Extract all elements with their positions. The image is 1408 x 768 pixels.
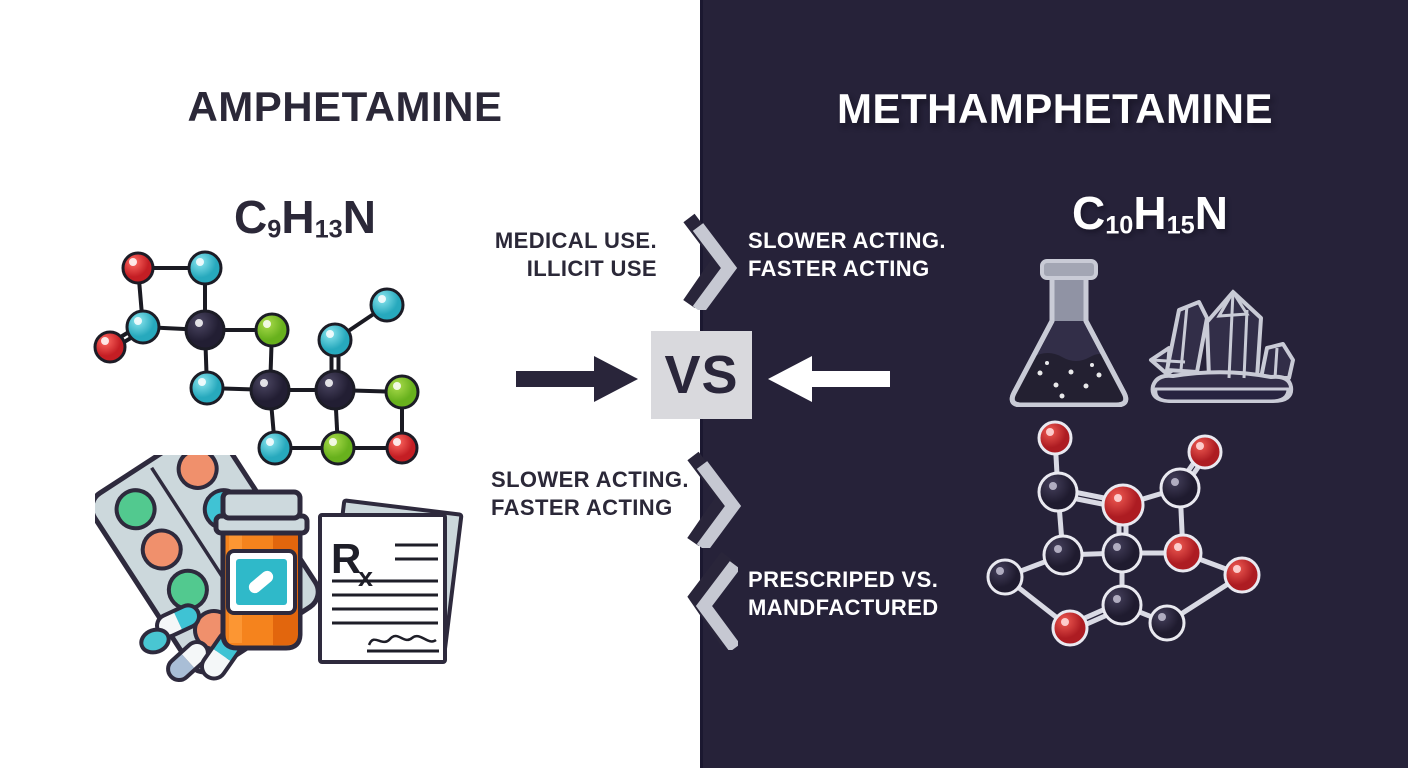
left-arrow-icon: [768, 356, 890, 402]
formula-c-sub: 9: [267, 215, 282, 244]
label-line: PRESCRIPED VS.: [748, 567, 939, 592]
formula-c: C: [234, 191, 268, 243]
chevron-right-icon: [687, 451, 742, 548]
molecule-atoms: [93, 250, 420, 466]
liquid-bubbles: [1037, 361, 1102, 399]
flask-icon: [1009, 259, 1129, 407]
formula-h: H: [281, 191, 315, 243]
formula-h: H: [1133, 187, 1167, 239]
page-title-amphetamine: AMPHETAMINE: [187, 83, 503, 130]
vs-badge: VS: [651, 331, 752, 419]
molecule-atoms: [986, 420, 1261, 647]
page-title-methamphetamine: METHAMPHETAMINE: [836, 85, 1274, 132]
label-line: FASTER ACTING: [491, 495, 673, 520]
rx-letter-r: R: [331, 535, 361, 582]
label-line: MEDICAL USE.: [494, 228, 657, 253]
atom-highlights: [101, 258, 401, 446]
pill-bottle-icon: [213, 489, 310, 651]
right-arrow-icon: [516, 356, 638, 402]
formula-c: C: [1072, 187, 1106, 239]
label-line: ILLICIT USE: [526, 256, 657, 281]
molecule-bonds: [107, 266, 404, 450]
label-line: SLOWER ACTING.: [748, 228, 946, 253]
formula-h-sub: 13: [314, 215, 343, 244]
label-medical-vs-illicit: MEDICAL USE. ILLICIT USE: [495, 227, 657, 283]
chevron-left-icon: [687, 551, 738, 650]
rx-letter-x: x: [358, 562, 373, 592]
document-lines: [332, 543, 439, 653]
label-line: MANDFACTURED: [748, 595, 939, 620]
chevron-right-icon: [683, 213, 738, 310]
label-line: SLOWER ACTING.: [491, 467, 689, 492]
prescription-rx-icon: R x: [318, 498, 464, 664]
medication-illustration: R x: [95, 455, 464, 683]
atom-highlights: [1046, 428, 1241, 626]
formula-n: N: [342, 191, 376, 243]
formula-n: N: [1194, 187, 1228, 239]
molecule-methamphetamine-icon: [986, 420, 1261, 647]
formula-c-sub: 10: [1105, 211, 1134, 240]
molecule-amphetamine-icon: [93, 250, 420, 466]
atom-highlights-dark: [996, 478, 1179, 621]
formula-amphetamine: C9H13N: [160, 190, 450, 245]
label-line: FASTER ACTING: [748, 256, 930, 281]
label-slower-faster-right: SLOWER ACTING. FASTER ACTING: [748, 227, 946, 283]
formula-h-sub: 15: [1166, 211, 1195, 240]
label-prescribed-manufactured: PRESCRIPED VS. MANDFACTURED: [748, 566, 939, 622]
formula-methamphetamine: C10H15N: [1000, 186, 1300, 241]
signature-scribble: [367, 634, 437, 646]
label-slower-faster-left: SLOWER ACTING. FASTER ACTING: [491, 466, 689, 522]
crystals-icon: [1149, 289, 1295, 403]
